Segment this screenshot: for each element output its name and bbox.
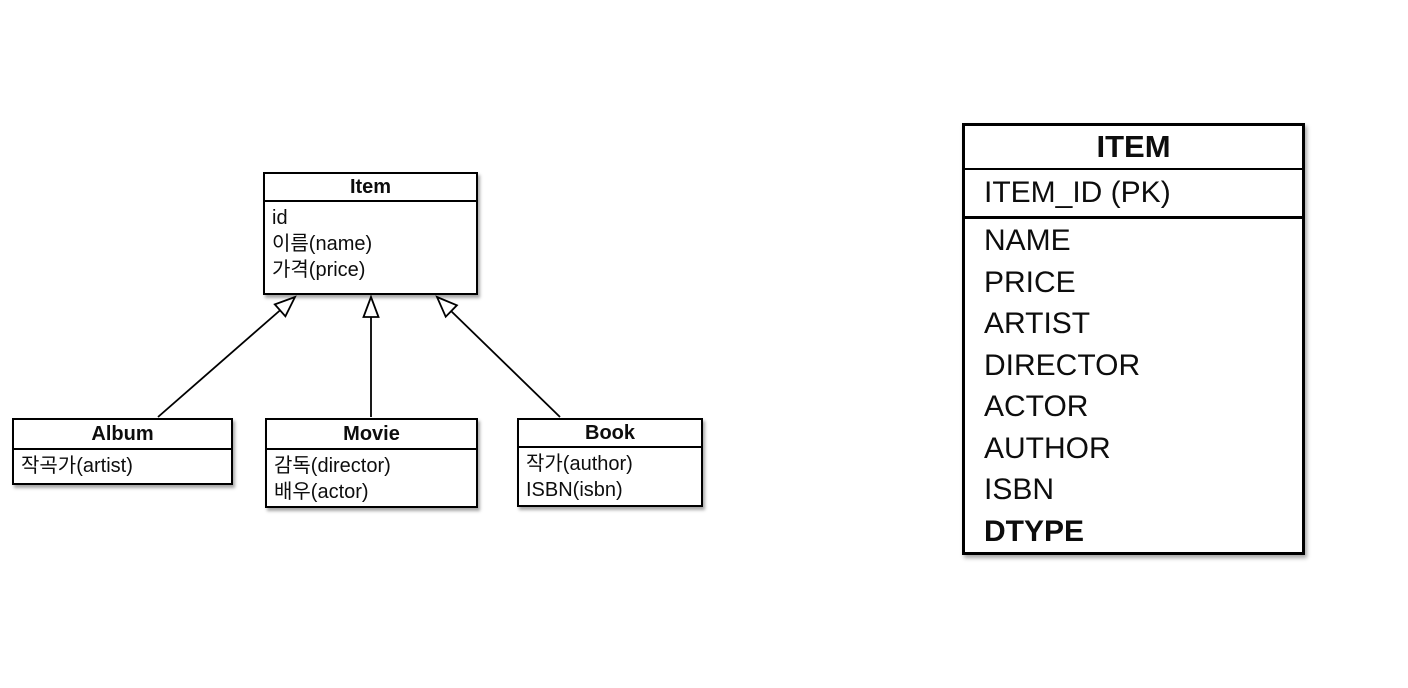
uml-class-movie: Movie 감독(director) 배우(actor) [265,418,478,508]
db-table-column-dtype: DTYPE [984,514,1085,548]
hollow-triangle-arrowhead [435,295,459,319]
inheritance-arrow-book [435,295,561,418]
class-field: 가격(price) [272,259,366,281]
db-table-column: NAME [984,224,1071,257]
hollow-triangle-arrowhead [362,294,380,318]
class-field: 감독(director) [274,455,391,477]
db-table-title: ITEM [965,126,1302,170]
uml-class-item: Item id 이름(name) 가격(price) [263,172,478,295]
db-table-pk-cell: ITEM_ID (PK) [965,170,1302,219]
db-table-column: ACTOR [984,390,1089,423]
db-table-column: ARTIST [984,307,1091,340]
class-field-list: 작가(author) ISBN(isbn) [519,448,701,505]
class-title: Movie [267,420,476,450]
class-field-list: id 이름(name) 가격(price) [265,202,476,285]
uml-class-book: Book 작가(author) ISBN(isbn) [517,418,703,507]
inheritance-arrow-album [157,295,297,418]
class-field-list: 작곡가(artist) [14,450,231,481]
db-table-item: ITEM ITEM_ID (PK) NAME PRICE ARTIST DIRE… [962,123,1305,555]
class-title: Book [519,420,701,448]
hollow-triangle-arrowhead [273,295,297,318]
uml-class-album: Album 작곡가(artist) [12,418,233,485]
class-field: 배우(actor) [274,481,369,503]
class-field: 이름(name) [272,233,373,255]
class-title: Item [265,174,476,202]
class-field: 작곡가(artist) [21,455,133,477]
class-field: ISBN(isbn) [526,479,623,501]
db-table-column: PRICE [984,265,1076,299]
class-field-list: 감독(director) 배우(actor) [267,450,476,507]
db-table-column: DIRECTOR [984,348,1141,382]
class-field: id [272,207,288,229]
db-table-column: AUTHOR [984,431,1111,465]
class-title: Album [14,420,231,450]
inheritance-arrow-movie [362,294,380,417]
db-table-column-list: NAME PRICE ARTIST DIRECTOR ACTOR AUTHOR … [965,219,1302,552]
db-table-column: ISBN [984,473,1055,506]
class-field: 작가(author) [526,453,633,475]
